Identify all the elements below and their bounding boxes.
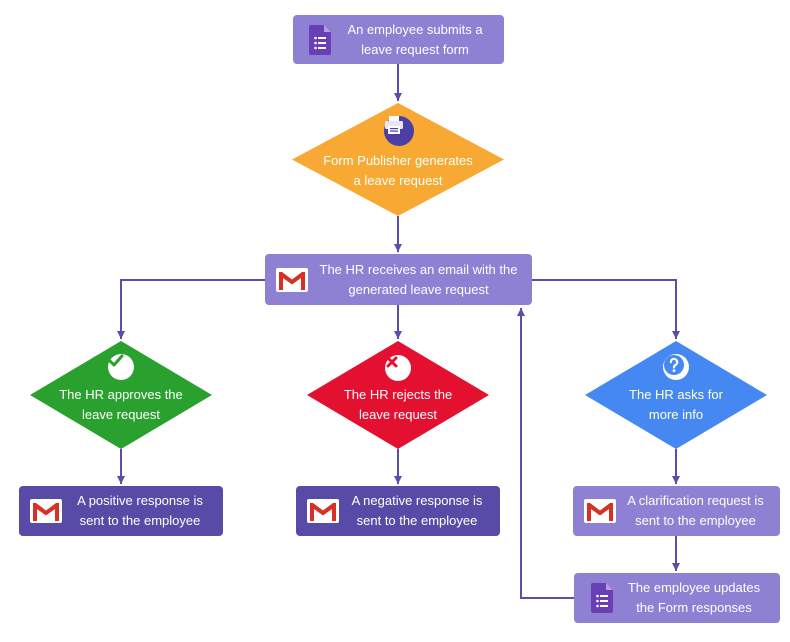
node-approve-text: The HR approves the leave request xyxy=(30,385,212,425)
node-positive-response: A positive response is sent to the emplo… xyxy=(19,486,223,536)
node-approve: The HR approves the leave request xyxy=(30,341,212,449)
node-reject: The HR rejects the leave request xyxy=(307,341,489,449)
node-form-publisher-text: Form Publisher generates a leave request xyxy=(292,151,504,191)
arrow-update-to-hr-email xyxy=(517,308,574,599)
node-negative-response-text: A negative response is sent to the emplo… xyxy=(340,491,500,531)
diamond-shape xyxy=(307,341,489,449)
node-text-line: leave request form xyxy=(361,41,469,57)
node-form-publisher: Form Publisher generates a leave request xyxy=(292,103,504,216)
arrow-hr-email-to-ask-info xyxy=(532,279,680,339)
gmail-icon xyxy=(273,267,311,292)
node-ask-info: The HR asks for more info xyxy=(585,341,767,449)
diamond-shape xyxy=(292,103,504,216)
node-text-line: leave request xyxy=(358,407,438,422)
check-icon xyxy=(108,354,134,380)
node-text-line: The employee updates xyxy=(627,580,761,595)
node-text-line: a leave request xyxy=(353,173,443,188)
google-forms-icon xyxy=(308,24,332,55)
node-text-line: The HR receives an email with the xyxy=(319,261,518,277)
question-icon xyxy=(663,354,689,380)
node-employee-updates-text: The employee updates the Form responses xyxy=(614,578,780,618)
gmail-icon xyxy=(29,499,63,523)
node-hr-email: The HR receives an email with the genera… xyxy=(265,254,532,305)
diamond-shape xyxy=(585,341,767,449)
arrow-hr-email-to-approve xyxy=(117,279,265,339)
diamond-shape xyxy=(30,341,212,449)
node-clarification-request: A clarification request is sent to the e… xyxy=(573,486,780,536)
google-forms-icon xyxy=(590,583,614,613)
node-text-line: Form Publisher generates xyxy=(323,153,473,168)
form-publisher-icon xyxy=(384,116,414,146)
node-text-line: The HR asks for xyxy=(629,387,723,402)
node-text-line: the Form responses xyxy=(636,600,752,615)
x-icon xyxy=(385,355,411,381)
node-ask-info-text: The HR asks for more info xyxy=(585,385,767,425)
node-text-line: sent to the employee xyxy=(635,513,756,528)
node-text-line: A negative response is xyxy=(351,493,483,508)
node-reject-text: The HR rejects the leave request xyxy=(307,385,489,425)
node-submit-form: An employee submits a leave request form xyxy=(293,15,504,64)
node-text-line: The HR rejects the xyxy=(343,387,453,402)
node-text-line: An employee submits a xyxy=(347,21,483,37)
node-negative-response: A negative response is sent to the emplo… xyxy=(296,486,500,536)
node-text-line: more info xyxy=(648,407,704,422)
node-text-line: generated leave request xyxy=(348,281,489,297)
node-text-line: A clarification request is xyxy=(627,493,764,508)
node-submit-form-text: An employee submits a leave request form xyxy=(332,20,504,60)
node-text-line: leave request xyxy=(81,407,161,422)
node-hr-email-text: The HR receives an email with the genera… xyxy=(311,260,532,300)
gmail-icon xyxy=(306,499,340,523)
node-positive-response-text: A positive response is sent to the emplo… xyxy=(63,491,223,531)
node-text-line: A positive response is xyxy=(77,493,203,508)
gmail-icon xyxy=(583,499,617,523)
node-text-line: sent to the employee xyxy=(79,513,201,528)
node-text-line: The HR approves the xyxy=(59,387,183,402)
node-text-line: sent to the employee xyxy=(356,513,478,528)
node-employee-updates: The employee updates the Form responses xyxy=(574,573,780,623)
node-clarification-request-text: A clarification request is sent to the e… xyxy=(617,491,780,531)
